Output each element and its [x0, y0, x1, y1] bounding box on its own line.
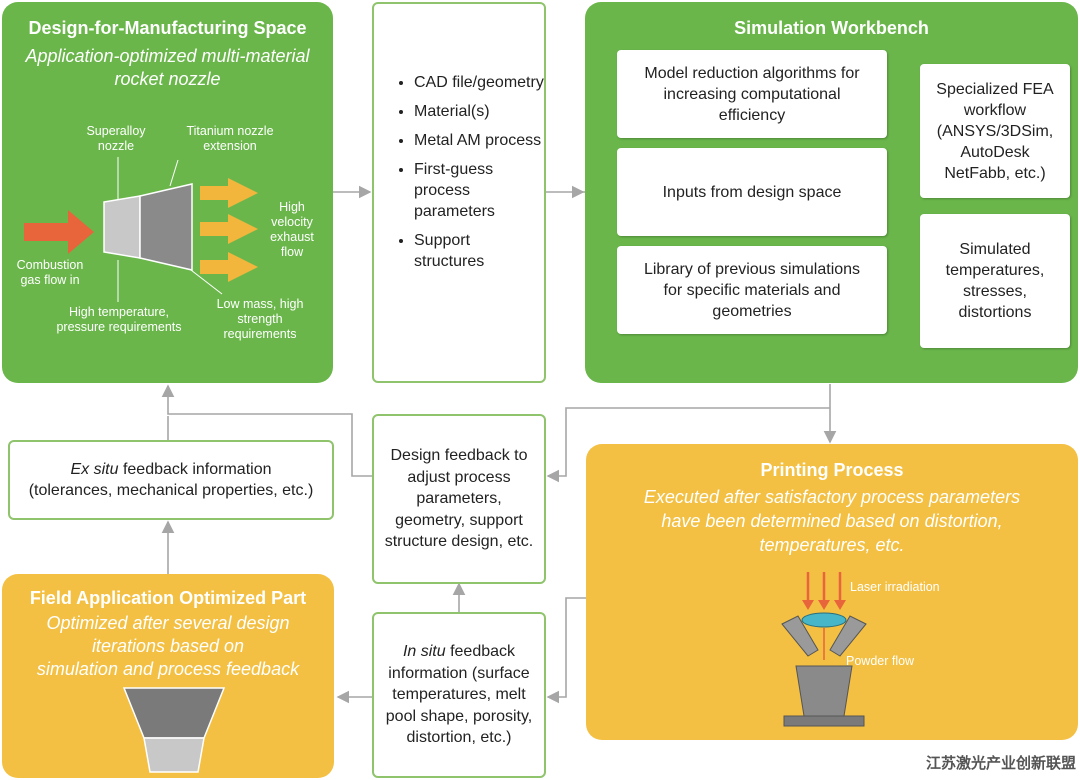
fea-line: AutoDesk	[960, 143, 1030, 161]
printed-part-icon	[795, 665, 853, 717]
ex-situ-rest: feedback information	[118, 461, 272, 478]
printing-subtitle-1: Executed after satisfactory process para…	[643, 487, 1021, 507]
exhaust-arrow-icon	[200, 214, 258, 244]
printing-title: Printing Process	[760, 460, 904, 480]
simulated-results-box: Simulated temperatures, stresses, distor…	[920, 214, 1070, 348]
powder-nozzle-icon	[781, 615, 819, 657]
inputs-box: CAD file/geometry Material(s) Metal AM p…	[372, 2, 546, 383]
laser-arrow-icon	[802, 600, 814, 610]
powder-nozzle-icon	[829, 615, 867, 657]
in-situ-box: In situ feedback information (surface te…	[372, 612, 546, 778]
printing-illustration	[781, 572, 867, 727]
list-item: CAD file/geometry	[414, 72, 544, 93]
simulation-title: Simulation Workbench	[734, 18, 929, 38]
list-item: Metal AM process	[414, 130, 544, 151]
optimized-part-bottom-icon	[143, 737, 205, 773]
in-situ-emph: In situ	[402, 643, 446, 661]
printing-panel: Printing Process Executed after satisfac…	[586, 444, 1078, 740]
laser-arrow-icon	[818, 600, 830, 610]
list-item: Material(s)	[414, 101, 544, 122]
printing-subtitle-3: temperatures, etc.	[759, 535, 905, 555]
list-item: First-guess process parameters	[414, 159, 544, 222]
in-situ-rest: feedback information (surface temperatur…	[385, 643, 533, 747]
superalloy-nozzle-icon	[103, 195, 141, 259]
label-laser: Laser irradiation	[850, 580, 940, 594]
build-plate-icon	[783, 715, 865, 727]
lens-icon	[801, 612, 847, 628]
fea-line: (ANSYS/3DSim,	[936, 122, 1054, 140]
label-superalloy: Superalloy nozzle	[86, 124, 146, 153]
fea-workflow-box: Specialized FEA workflow (ANSYS/3DSim, A…	[920, 64, 1070, 198]
optimized-part-illustration	[122, 687, 226, 773]
label-titanium: Titanium nozzle extension	[186, 124, 274, 153]
exhaust-arrow-icon	[200, 178, 258, 208]
optimized-part-top-icon	[122, 687, 226, 739]
exhaust-arrow-icon	[200, 252, 258, 282]
ex-situ-emph: Ex situ	[70, 461, 119, 478]
field-panel: Field Application Optimized Part Optimiz…	[2, 574, 334, 778]
field-title: Field Application Optimized Part	[29, 588, 307, 608]
combustion-arrow-icon	[24, 210, 94, 254]
titanium-extension-icon	[139, 183, 193, 271]
label-powder: Powder flow	[846, 654, 915, 668]
fea-line: Specialized FEA	[936, 80, 1054, 98]
fea-line: NetFabb, etc.)	[944, 164, 1046, 182]
field-subtitle-1: Optimized after several design	[46, 613, 290, 633]
design-space-panel: Design-for-Manufacturing Space Applicati…	[2, 2, 333, 383]
watermark: 江苏激光产业创新联盟	[925, 755, 1076, 772]
label-low-mass: Low mass, high strength requirements	[216, 297, 304, 341]
label-exhaust: High velocity exhaust flow	[270, 200, 314, 259]
label-high-temp: High temperature, pressure requirements	[56, 305, 182, 334]
list-item: Support structures	[414, 230, 544, 272]
design-feedback-box: Design feedback to adjust process parame…	[372, 414, 546, 584]
field-subtitle-2: iterations based on	[91, 636, 245, 656]
field-subtitle-3: simulation and process feedback	[36, 659, 300, 679]
design-space-title: Design-for-Manufacturing Space	[28, 18, 307, 38]
ex-situ-box: Ex situ feedback information (tolerances…	[8, 440, 334, 520]
printing-subtitle-2: have been determined based on distortion…	[661, 511, 1003, 531]
laser-arrow-icon	[834, 600, 846, 610]
fea-line: workflow	[963, 101, 1027, 119]
inputs-list: CAD file/geometry Material(s) Metal AM p…	[374, 72, 544, 272]
simulation-panel: Simulation Workbench Model reduction alg…	[585, 2, 1078, 383]
ex-situ-line2: (tolerances, mechanical properties, etc.…	[28, 482, 314, 499]
inputs-from-design-box: Inputs from design space	[617, 148, 887, 236]
model-reduction-box: Model reduction algorithms for increasin…	[617, 50, 887, 138]
rocket-nozzle-illustration	[24, 157, 258, 302]
label-combustion: Combustion gas flow in	[16, 258, 84, 287]
design-feedback-text: Design feedback to adjust process parame…	[384, 447, 534, 551]
design-space-subtitle-2: rocket nozzle	[114, 69, 221, 89]
library-box: Library of previous simulations for spec…	[617, 246, 887, 334]
design-space-subtitle-1: Application-optimized multi-material	[25, 46, 310, 66]
